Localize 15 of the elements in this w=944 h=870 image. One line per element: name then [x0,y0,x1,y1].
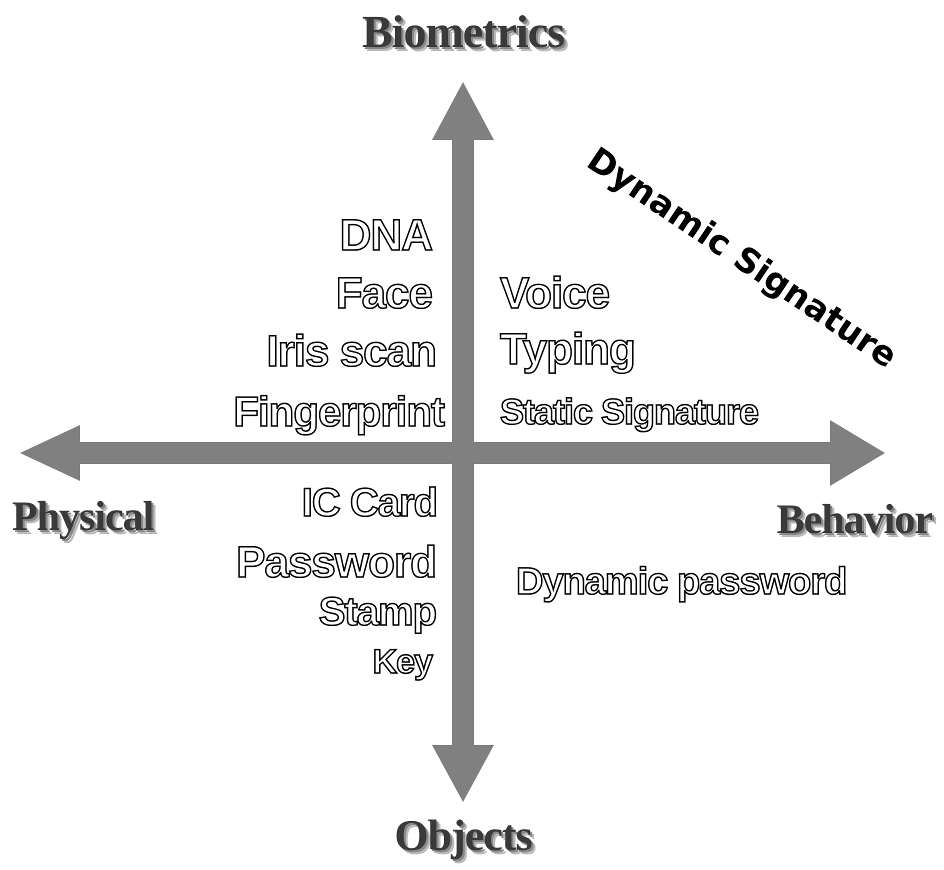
axis-title: Objects [394,814,532,858]
item-label: Dynamic password [516,563,846,601]
item-label: Key [372,645,432,679]
item-label: Static Signature [500,394,758,430]
item-label: Voice [500,272,610,316]
item-label: Typing [500,328,635,372]
item-label: Password [236,541,436,585]
axis-title: Behavior [776,499,932,541]
axis-title: Physical [12,496,154,538]
item-label: Iris scan [266,330,436,374]
axis-title: Biometrics [362,9,564,55]
item-label: Stamp [318,592,436,632]
item-label: DNA [340,214,432,258]
item-label: IC Card [302,483,437,523]
item-label: Face [336,272,432,316]
